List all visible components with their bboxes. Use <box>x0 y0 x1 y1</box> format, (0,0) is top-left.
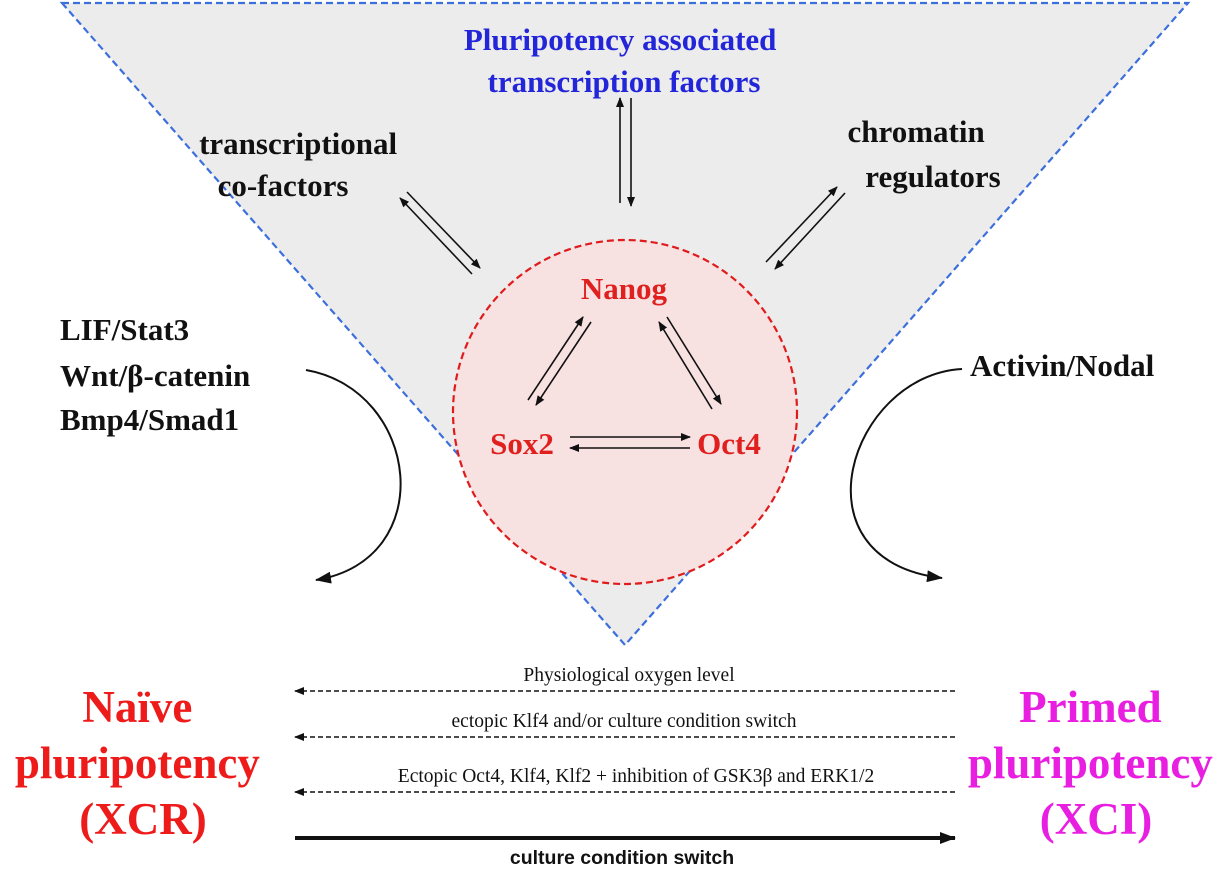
signal-bmp4-smad1: Bmp4/Smad1 <box>60 402 239 437</box>
signal-lif-stat3: LIF/Stat3 <box>60 312 189 347</box>
oct4-label: Oct4 <box>697 426 761 461</box>
reverse-transition-label-2: ectopic Klf4 and/or culture condition sw… <box>452 711 797 732</box>
cofactors-line-1: transcriptional <box>199 126 397 161</box>
factors-core-arrows <box>616 97 635 207</box>
core-network-circle <box>451 238 799 586</box>
cofactors-core-arrows <box>399 191 481 275</box>
reverse-transition-label-1: Physiological oxygen level <box>523 665 735 686</box>
naive-signals-label: LIF/Stat3 Wnt/β-catenin Bmp4/Smad1 <box>60 312 258 437</box>
nanog-oct4-arrows <box>658 316 722 410</box>
chromatin-label: chromatin regulators <box>848 114 1001 194</box>
sox2-label: Sox2 <box>490 426 554 461</box>
naive-line-2: pluripotency <box>15 738 261 788</box>
signal-wnt-catenin: Wnt/β-catenin <box>60 358 250 393</box>
pluripotency-factors-line-1: Pluripotency associated <box>464 22 777 57</box>
nanog-sox2-arrows <box>527 316 592 406</box>
forward-transition-label: culture condition switch <box>510 847 734 869</box>
cofactors-label: transcriptional co-factors <box>199 126 405 203</box>
reverse-transition-label-3: Ectopic Oct4, Klf4, Klf2 + inhibition of… <box>398 766 874 787</box>
chromatin-core-arrows <box>765 186 846 270</box>
chromatin-line-1: chromatin <box>848 114 985 149</box>
sox2-oct4-arrows <box>569 433 691 452</box>
naive-signal-curved-arrow <box>305 369 402 584</box>
activin-nodal-label: Activin/Nodal <box>970 348 1155 383</box>
primed-line-2: pluripotency <box>968 738 1214 788</box>
pluripotency-factors-line-2: transcription factors <box>488 64 761 99</box>
chromatin-line-2: regulators <box>865 159 1000 194</box>
primed-signal-curved-arrow <box>849 368 963 583</box>
primed-line-3: (XCI) <box>1040 794 1152 844</box>
naive-line-1: Naïve <box>82 682 192 732</box>
primed-line-1: Primed <box>1019 682 1161 732</box>
primed-state-label: Primed pluripotency (XCI) <box>968 682 1220 844</box>
nanog-label: Nanog <box>581 271 668 306</box>
naive-line-3: (XCR) <box>79 794 206 844</box>
naive-state-label: Naïve pluripotency (XCR) <box>15 682 271 844</box>
cofactors-line-2: co-factors <box>218 168 349 203</box>
pluripotency-factors-label: Pluripotency associated transcription fa… <box>464 22 784 99</box>
